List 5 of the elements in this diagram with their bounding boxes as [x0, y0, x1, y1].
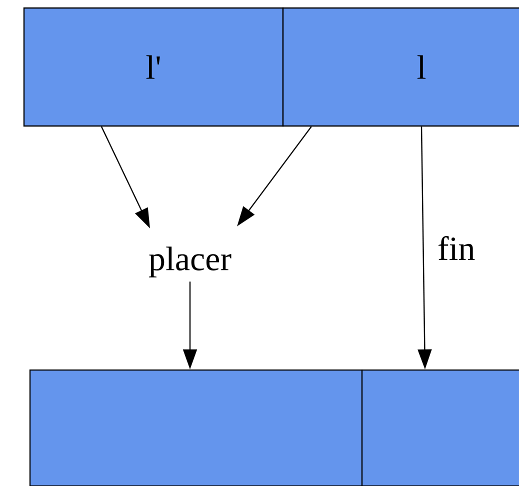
record-cell: l: [282, 7, 519, 127]
edge-label: fin: [435, 234, 478, 262]
node-label: placer: [149, 246, 232, 278]
record-cell: [361, 369, 519, 486]
record-cell: l': [23, 7, 284, 127]
